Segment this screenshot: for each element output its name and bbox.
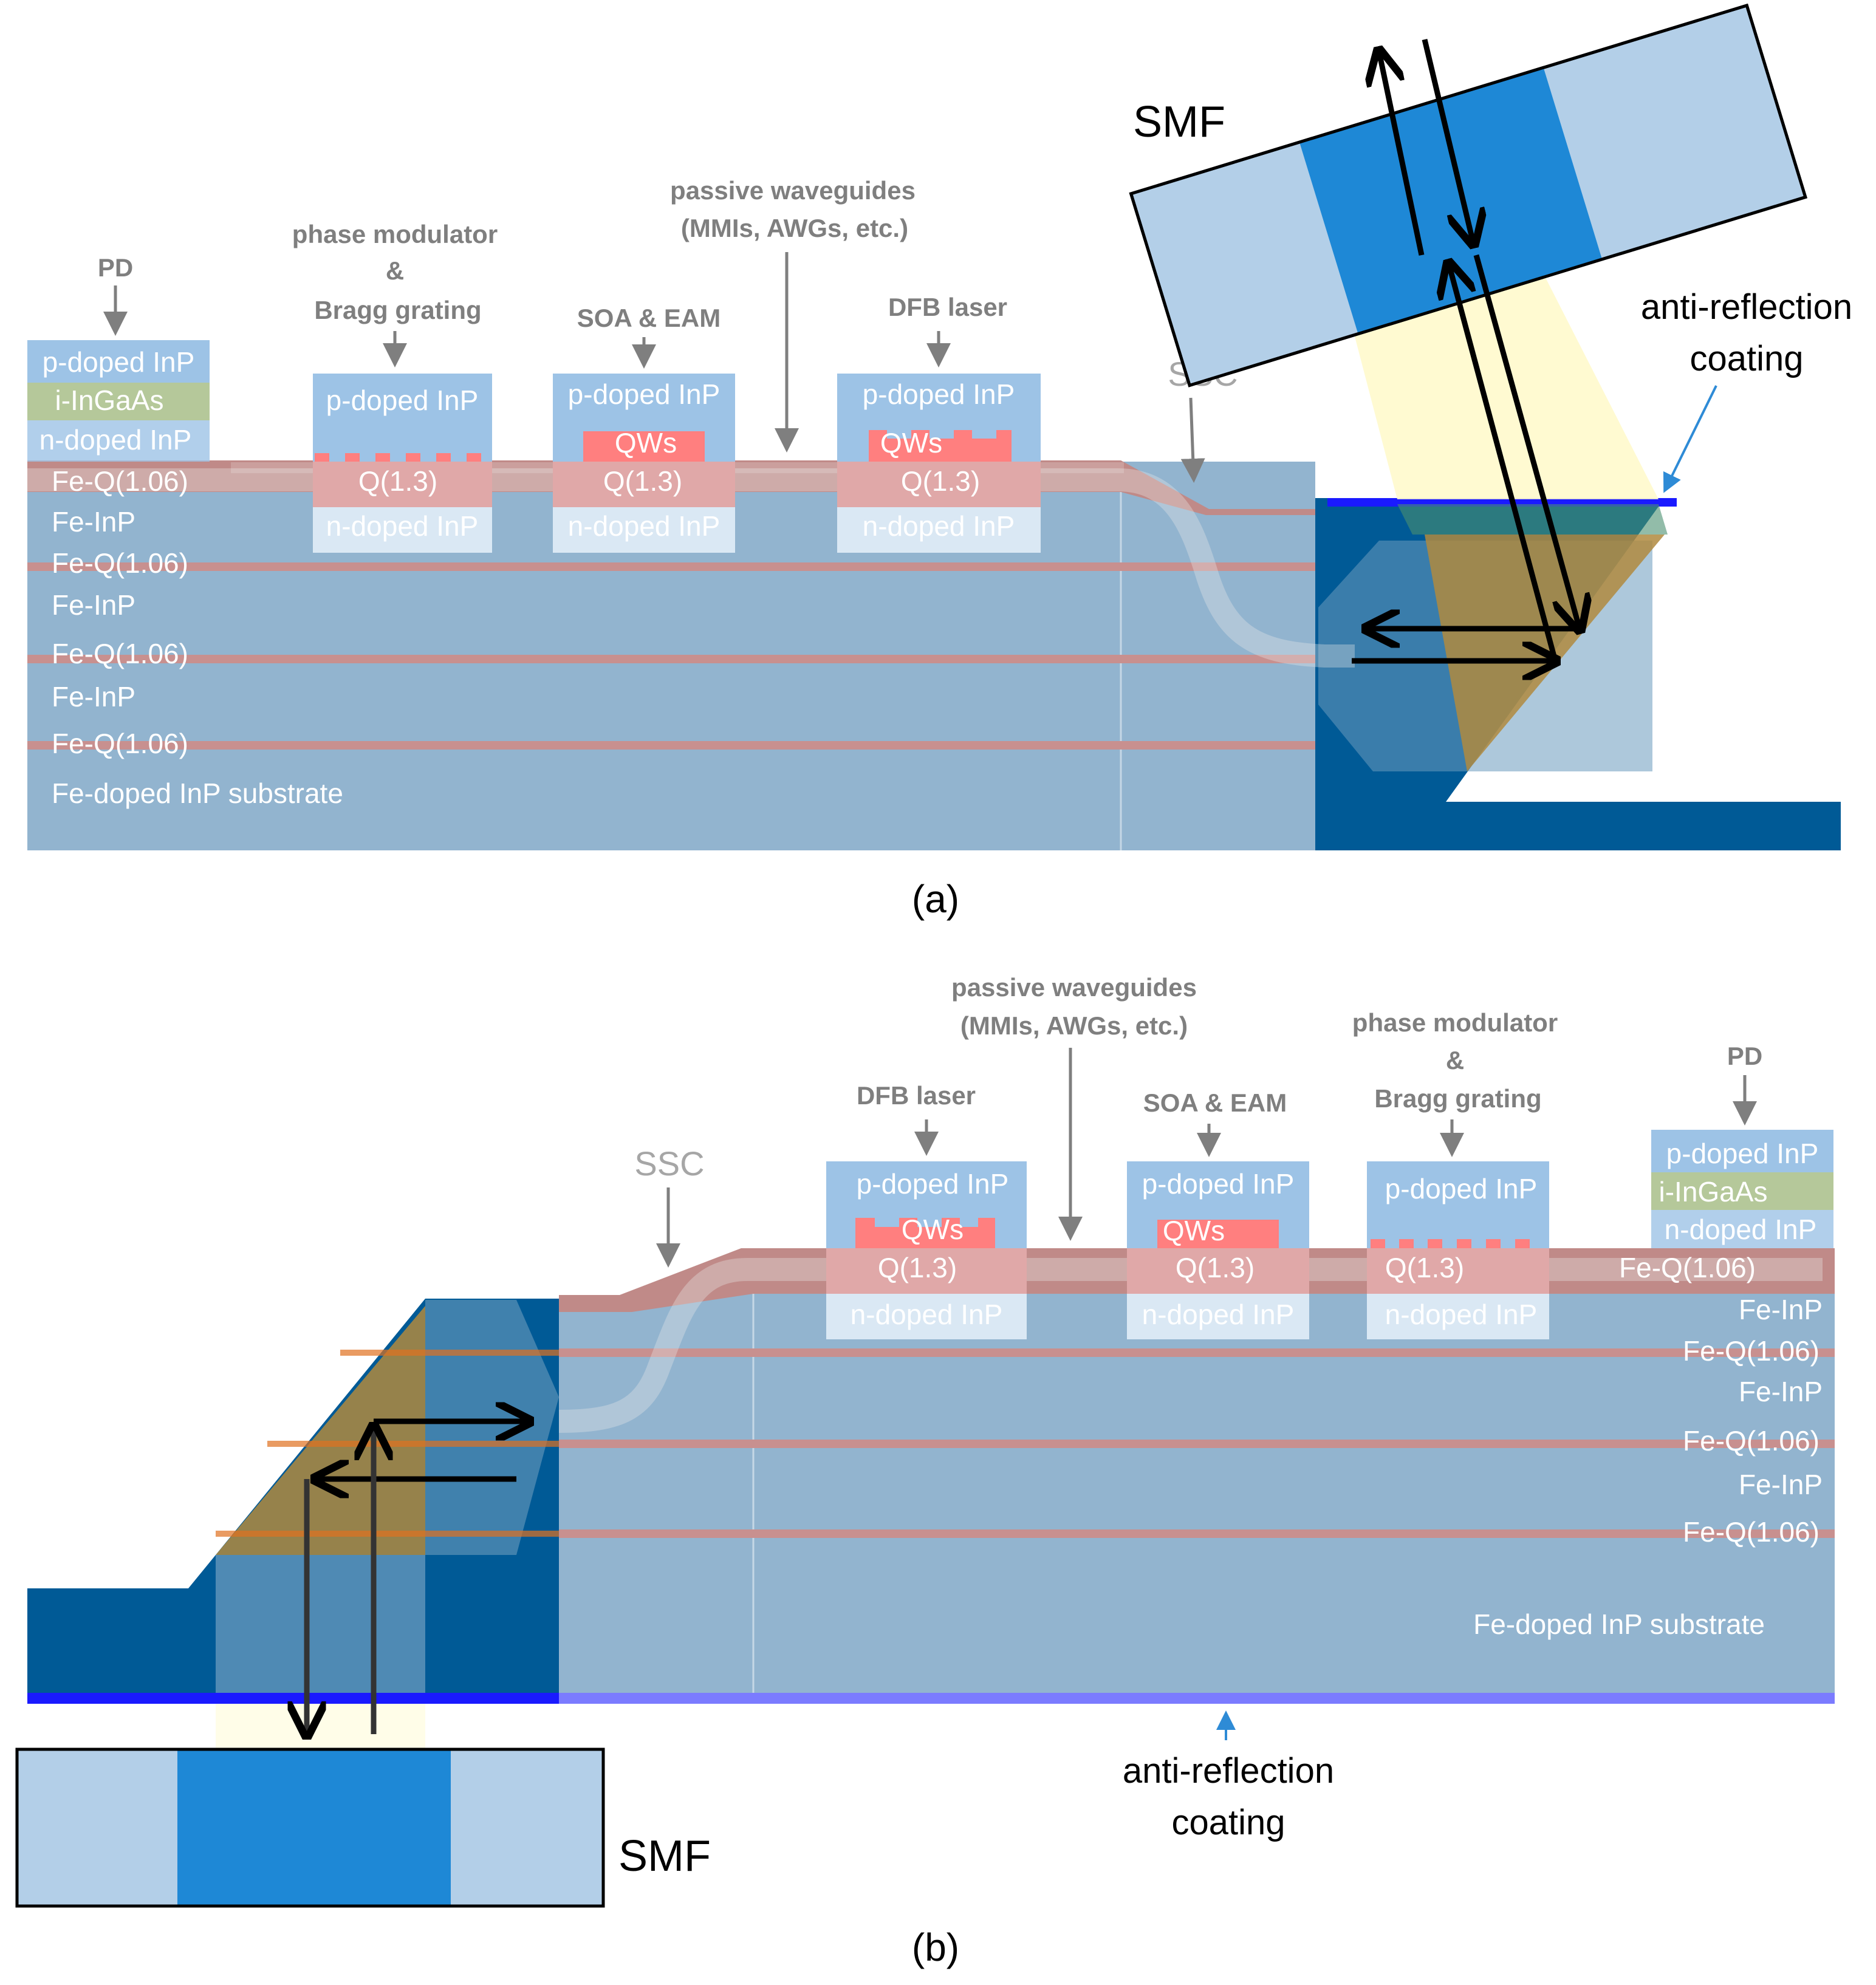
ar-label-b-2: coating [1171,1803,1285,1842]
dfb-qw-label: QWs [880,427,942,459]
soa-qw-label: QWs [1163,1215,1225,1246]
soa-qw-label: QWs [615,427,677,459]
ar-label-b: anti-reflection [1123,1751,1334,1791]
pd-layer-label: i-InGaAs [1659,1176,1768,1208]
substrate-layer-label: Fe-InP [1739,1469,1823,1500]
pm-label-b-amp: & [1446,1046,1464,1074]
substrate-layer-label: Fe-Q(1.06) [52,728,188,759]
dfb-bottom-label: n-doped InP [863,510,1015,542]
substrate-layer-label: Fe-doped InP substrate [52,777,343,809]
smf-label-a: SMF [1133,98,1225,146]
ar-coating-b [27,1693,562,1704]
fe-q-layer [27,741,1315,750]
pd-stack-b: p-doped InP i-InGaAs n-doped InP [1651,1130,1833,1248]
substrate-layer-label: Fe-InP [1739,1376,1823,1407]
pd-layer-label: p-doped InP [43,346,195,378]
soa-eam-stack-b: p-doped InP QWs Q(1.3) n-doped InP [1127,1161,1309,1339]
soa-bottom-label: n-doped InP [568,510,721,542]
panel-b: p-doped InP QWs Q(1.3) n-doped InP DFB l… [15,973,1835,1969]
phase-modulator-stack-a: p-doped InP Q(1.3) n-doped InP [313,374,492,553]
ar-label-a: anti-reflection [1641,287,1852,327]
pm-label-a: phase modulator [292,220,498,248]
pm-label-a-bragg: Bragg grating [314,296,481,324]
pm-bottom-label: n-doped InP [326,510,479,542]
pd-layer-label: n-doped InP [1665,1214,1817,1245]
pd-layer-label: i-InGaAs [55,384,164,416]
fe-q-layer [27,562,1315,571]
soa-core-label: Q(1.3) [1176,1252,1255,1283]
mirror-b [216,1306,425,1555]
pd-stack-a: p-doped InP i-InGaAs n-doped InP [27,340,210,462]
ssc-hex-b [425,1300,559,1555]
soa-eam-stack-a: p-doped InP QWs Q(1.3) n-doped InP [553,374,735,553]
ssc-label-b: SSC [634,1144,704,1183]
dfb-qw-label: QWs [902,1214,964,1245]
pm-label-a-amp: & [386,256,404,285]
substrate-layer-label: Fe-InP [52,681,135,712]
dfb-stack-b: p-doped InP QWs Q(1.3) n-doped InP [826,1161,1027,1339]
substrate-layer-label: Fe-Q(1.06) [52,638,188,669]
optical-path-b [307,1421,529,1734]
caption-b: (b) [912,1925,959,1969]
soa-top-label: p-doped InP [568,378,721,410]
substrate-layer-label: Fe-InP [52,506,135,538]
fe-q-layer [27,655,1315,663]
phase-modulator-stack-b: p-doped InP Q(1.3) n-doped InP [1367,1161,1549,1339]
substrate-layer-label: Fe-Q(1.06) [1683,1335,1820,1367]
dfb-core-label: Q(1.3) [878,1252,957,1283]
smf-b [15,1748,605,1908]
caption-a: (a) [912,877,959,921]
passive-label-a-2: (MMIs, AWGs, etc.) [681,214,908,242]
optical-path-a [1352,38,1580,661]
substrate-layer-label: Fe-Q(1.06) [1619,1252,1756,1283]
passive-label-b-2: (MMIs, AWGs, etc.) [960,1011,1188,1040]
pm-bottom-label: n-doped InP [1385,1299,1538,1330]
pm-core-label: Q(1.3) [1385,1252,1464,1283]
pm-label-b-bragg: Bragg grating [1374,1084,1541,1113]
soa-top-label: p-doped InP [1142,1168,1295,1200]
soa-label-a: SOA & EAM [577,304,721,332]
pd-layer-label: n-doped InP [39,424,192,456]
waveguide-curve-a [27,468,1355,668]
soa-label-b: SOA & EAM [1143,1088,1287,1117]
substrate-b [559,1251,1835,1701]
pm-label-b: phase modulator [1352,1008,1558,1037]
substrate-layer-label: Fe-Q(1.06) [52,547,188,579]
substrate-layer-label: Fe-InP [52,589,135,621]
dfb-top-label: p-doped InP [863,378,1015,410]
passive-label-b: passive waveguides [951,973,1197,1002]
substrate-layer-label: Fe-doped InP substrate [1473,1608,1765,1640]
pd-label-a: PD [98,253,133,282]
substrate-layer-label: Fe-InP [1739,1294,1823,1325]
dfb-label-b: DFB laser [857,1081,976,1110]
substrate-layer-label: Fe-Q(1.06) [52,465,188,497]
soa-core-label: Q(1.3) [603,465,682,497]
pm-top-label: p-doped InP [1385,1173,1538,1204]
dfb-label-a: DFB laser [888,293,1007,321]
dfb-stack-a: p-doped InP QWs Q(1.3) n-doped InP [837,374,1041,553]
pm-top-label: p-doped InP [326,384,479,416]
pm-core-label: Q(1.3) [358,465,437,497]
smf-a [1129,3,1807,388]
dfb-bottom-label: n-doped InP [851,1299,1003,1330]
pd-label-b: PD [1727,1042,1762,1070]
soa-bottom-label: n-doped InP [1142,1299,1295,1330]
passive-label-a: passive waveguides [670,176,916,205]
dfb-top-label: p-doped InP [857,1168,1009,1200]
dfb-core-label: Q(1.3) [901,465,980,497]
panel-a: p-doped InP i-InGaAs n-doped InP PD p-do… [27,3,1852,921]
smf-label-b: SMF [618,1832,711,1881]
substrate-layer-label: Fe-Q(1.06) [1683,1516,1820,1548]
pd-layer-label: p-doped InP [1666,1138,1819,1169]
waveguide-curve-b [558,1258,1823,1433]
substrate-layer-label: Fe-Q(1.06) [1683,1425,1820,1457]
ar-label-a-2: coating [1689,339,1803,378]
